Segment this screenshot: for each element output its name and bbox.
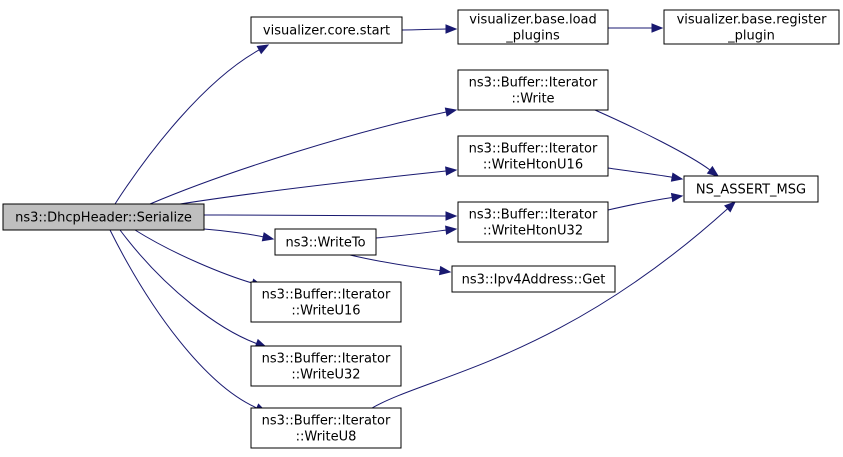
node-label: ::WriteU16 (291, 304, 360, 319)
edge-line (179, 170, 447, 205)
edge-arrowhead (706, 165, 720, 177)
node-label: ns3::Ipv4Address::Get (462, 273, 606, 288)
node-box[interactable] (457, 201, 609, 243)
edge-arrowhead (670, 192, 684, 203)
edge-serialize-to-core_start (114, 44, 270, 205)
edge-line (594, 109, 711, 171)
edge-line (607, 196, 673, 211)
node-label: ::Write (511, 92, 554, 107)
edge-arrowhead (670, 172, 684, 182)
node-box[interactable] (250, 16, 403, 44)
node-write-hton-u32[interactable]: ns3::Buffer::Iterator::WriteHtonU32 (457, 201, 609, 243)
node-label: ns3::Buffer::Iterator (262, 352, 391, 367)
node-box[interactable] (451, 265, 616, 293)
edge-line (375, 229, 447, 239)
node-label: _plugins (505, 29, 560, 44)
edge-line (349, 254, 441, 272)
node-label: _plugin (727, 29, 775, 44)
node-box[interactable] (663, 9, 840, 45)
node-box[interactable] (457, 135, 609, 177)
node-write[interactable]: ns3::Buffer::Iterator::Write (457, 69, 609, 111)
node-label: ::WriteU32 (291, 368, 360, 383)
node-write-hton-u16[interactable]: ns3::Buffer::Iterator::WriteHtonU16 (457, 135, 609, 177)
edge-arrowhead (444, 107, 458, 117)
edge-write_hton_u32-to-ns_assert_msg (607, 192, 684, 211)
edge-arrowhead (445, 211, 458, 221)
edge-line (149, 111, 447, 205)
edge-line (371, 208, 728, 409)
edge-serialize-to-write_to (203, 228, 275, 242)
node-label: ::WriteHtonU32 (483, 224, 583, 239)
edge-line (401, 28, 447, 31)
edge-line (134, 229, 253, 284)
edge-arrowhead (724, 201, 736, 213)
node-label: visualizer.base.register (677, 13, 828, 28)
edge-write_hton_u16-to-ns_assert_msg (607, 167, 684, 182)
node-label: ns3::Buffer::Iterator (469, 76, 598, 91)
node-label: visualizer.core.start (263, 24, 390, 39)
node-box[interactable] (250, 345, 402, 387)
edge-write_to-to-ipv4_get (349, 254, 452, 276)
node-box[interactable] (274, 228, 377, 256)
edge-serialize-to-write_u32 (119, 229, 268, 348)
node-label: ns3::Buffer::Iterator (469, 142, 598, 157)
node-load-plugins[interactable]: visualizer.base.load_plugins (457, 9, 609, 45)
edge-core_start-to-load_plugins (401, 24, 458, 34)
node-box[interactable] (250, 281, 402, 323)
node-label: ::WriteU8 (296, 430, 357, 445)
node-label: ns3::Buffer::Iterator (262, 414, 391, 429)
node-register-plugin[interactable]: visualizer.base.register_plugin (663, 9, 840, 45)
edge-serialize-to-write_u16 (134, 229, 264, 288)
node-ipv4-get[interactable]: ns3::Ipv4Address::Get (451, 265, 616, 293)
edge-serialize-to-write_u8 (109, 229, 268, 413)
node-box[interactable] (250, 407, 402, 449)
edge-arrowhead (256, 44, 270, 55)
node-label: ns3::Buffer::Iterator (469, 208, 598, 223)
edge-write-to-ns_assert_msg (594, 109, 720, 177)
node-ns-assert-msg[interactable]: NS_ASSERT_MSG (683, 175, 819, 203)
node-label: NS_ASSERT_MSG (696, 183, 806, 198)
edge-serialize-to-write_hton_u16 (179, 166, 458, 205)
edge-arrowhead (445, 166, 458, 176)
edge-arrowhead (438, 265, 452, 276)
edges-layer (109, 23, 736, 413)
node-label: ns3::DhcpHeader::Serialize (15, 211, 192, 226)
node-label: ns3::Buffer::Iterator (262, 288, 391, 303)
edge-write_u8-to-ns_assert_msg (371, 201, 736, 409)
node-serialize[interactable]: ns3::DhcpHeader::Serialize (2, 203, 205, 231)
edge-serialize-to-write (149, 107, 458, 205)
edge-line (203, 228, 264, 238)
edge-write_to-to-write_hton_u32 (375, 225, 458, 239)
node-box[interactable] (2, 203, 205, 231)
node-write-to[interactable]: ns3::WriteTo (274, 228, 377, 256)
node-box[interactable] (457, 69, 609, 111)
edge-arrowhead (445, 24, 458, 34)
node-label: ::WriteHtonU16 (483, 158, 583, 173)
edge-arrowhead (445, 225, 458, 235)
edge-line (109, 229, 258, 409)
node-box[interactable] (683, 175, 819, 203)
node-core-start[interactable]: visualizer.core.start (250, 16, 403, 44)
edge-line (203, 214, 447, 217)
edge-line (607, 167, 673, 178)
node-write-u16[interactable]: ns3::Buffer::Iterator::WriteU16 (250, 281, 402, 323)
node-write-u8[interactable]: ns3::Buffer::Iterator::WriteU8 (250, 407, 402, 449)
nodes-layer: ns3::DhcpHeader::Serialize visualizer.cor… (2, 9, 840, 449)
edge-line (119, 229, 257, 345)
edge-line (114, 49, 260, 205)
node-label: ns3::WriteTo (285, 236, 365, 251)
edge-load_plugins-to-register_plugin (608, 23, 664, 33)
edge-serialize-to-write_hton_u32 (203, 211, 458, 221)
node-write-u32[interactable]: ns3::Buffer::Iterator::WriteU32 (250, 345, 402, 387)
node-box[interactable] (457, 9, 609, 45)
edge-arrowhead (261, 232, 275, 242)
node-label: visualizer.base.load (469, 13, 597, 28)
edge-arrowhead (651, 23, 664, 33)
